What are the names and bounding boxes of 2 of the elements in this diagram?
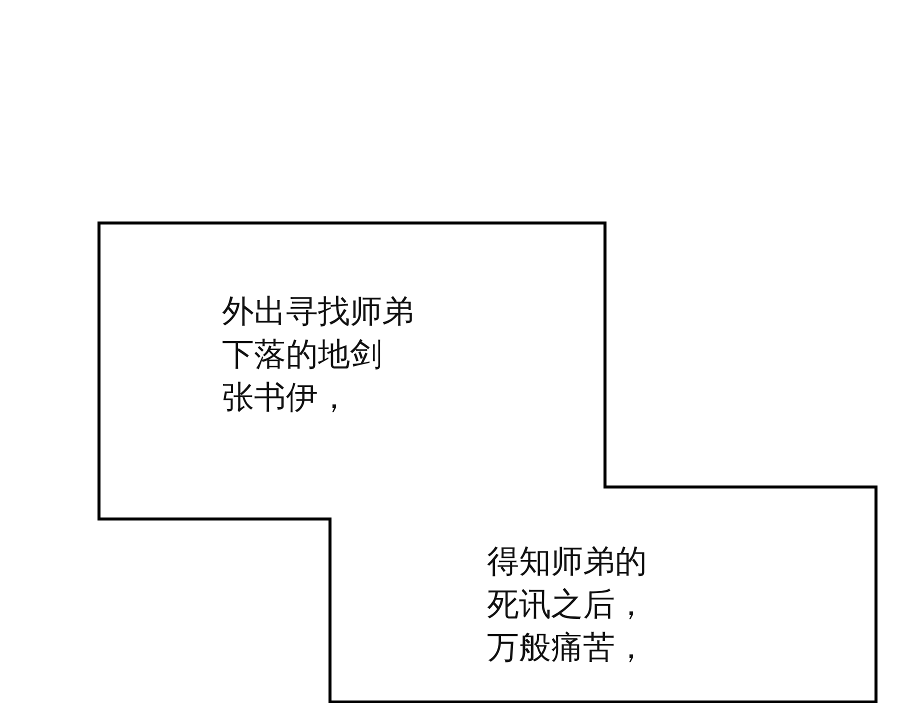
narration-text: 得知师弟的死讯之后，万般痛苦，	[487, 541, 647, 668]
narration-text: 外出寻找师弟下落的地剑张书伊，	[222, 291, 414, 418]
